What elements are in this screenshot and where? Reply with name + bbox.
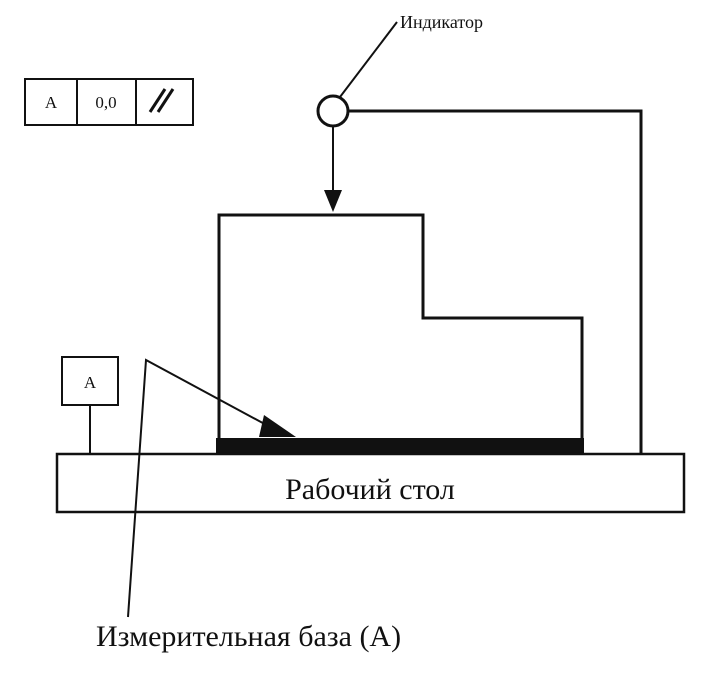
work-table	[55, 452, 686, 514]
tolerance-frame: A 0,0	[24, 78, 194, 126]
indicator-label: Индикатор	[400, 12, 483, 32]
tolerance-frame-border	[24, 78, 194, 126]
indicator-dial-icon	[316, 94, 350, 128]
parallelism-symbol-icon	[148, 88, 175, 113]
datum-marker: A	[61, 356, 119, 454]
tolerance-value-text: 0,0	[95, 93, 116, 112]
tolerance-datum-text: A	[45, 93, 58, 112]
datum-surface	[216, 438, 584, 454]
measuring-base-leader	[127, 358, 273, 618]
probe-arrow-icon	[324, 190, 342, 212]
indicator-leader-line	[339, 21, 398, 98]
measuring-base-arrow-icon	[259, 415, 296, 437]
indicator-stand	[348, 109, 643, 454]
work-table-label: Рабочий стол	[285, 473, 455, 506]
datum-marker-letter: A	[84, 373, 97, 392]
workpiece	[217, 213, 584, 444]
measuring-base-label: Измерительная база (А)	[96, 620, 401, 653]
